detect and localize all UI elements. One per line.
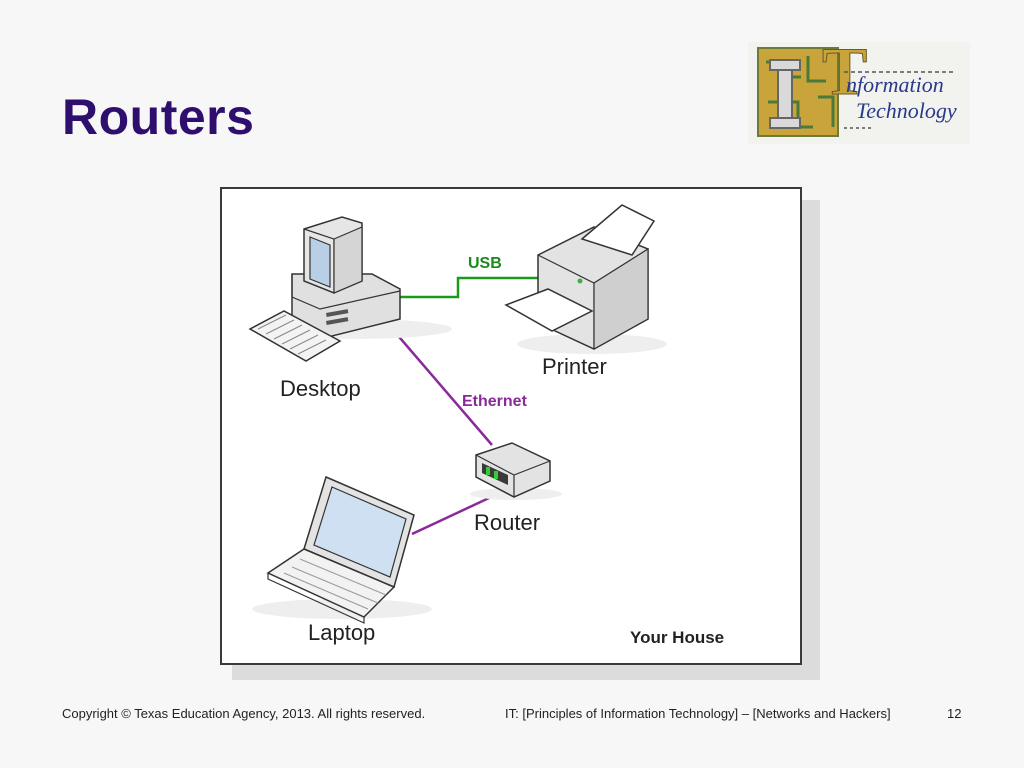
ethernet-cable-desktop-router	[381, 316, 493, 446]
desktop-label: Desktop	[280, 376, 361, 401]
logo-letter-t: T	[822, 42, 867, 109]
usb-label: USB	[468, 255, 502, 272]
laptop-label: Laptop	[308, 620, 375, 645]
your-house-label: Your House	[630, 628, 724, 647]
page-number: 12	[947, 706, 962, 721]
laptop	[252, 475, 432, 624]
router	[470, 442, 562, 500]
ethernet-label: Ethernet	[462, 393, 528, 410]
logo-line2: Technology	[856, 98, 957, 123]
desktop-computer	[248, 216, 452, 362]
printer	[504, 204, 667, 354]
router-label: Router	[474, 510, 540, 535]
information-technology-logo: T nformation Technology	[748, 42, 970, 144]
printer-label: Printer	[542, 354, 607, 379]
logo-line1: nformation	[846, 72, 944, 97]
footer-course-title: IT: [Principles of Information Technolog…	[505, 706, 891, 721]
network-diagram: Desktop Printer Router	[220, 187, 802, 665]
footer-copyright: Copyright © Texas Education Agency, 2013…	[62, 706, 426, 721]
slide-title: Routers	[62, 89, 255, 145]
usb-cable	[390, 276, 540, 299]
